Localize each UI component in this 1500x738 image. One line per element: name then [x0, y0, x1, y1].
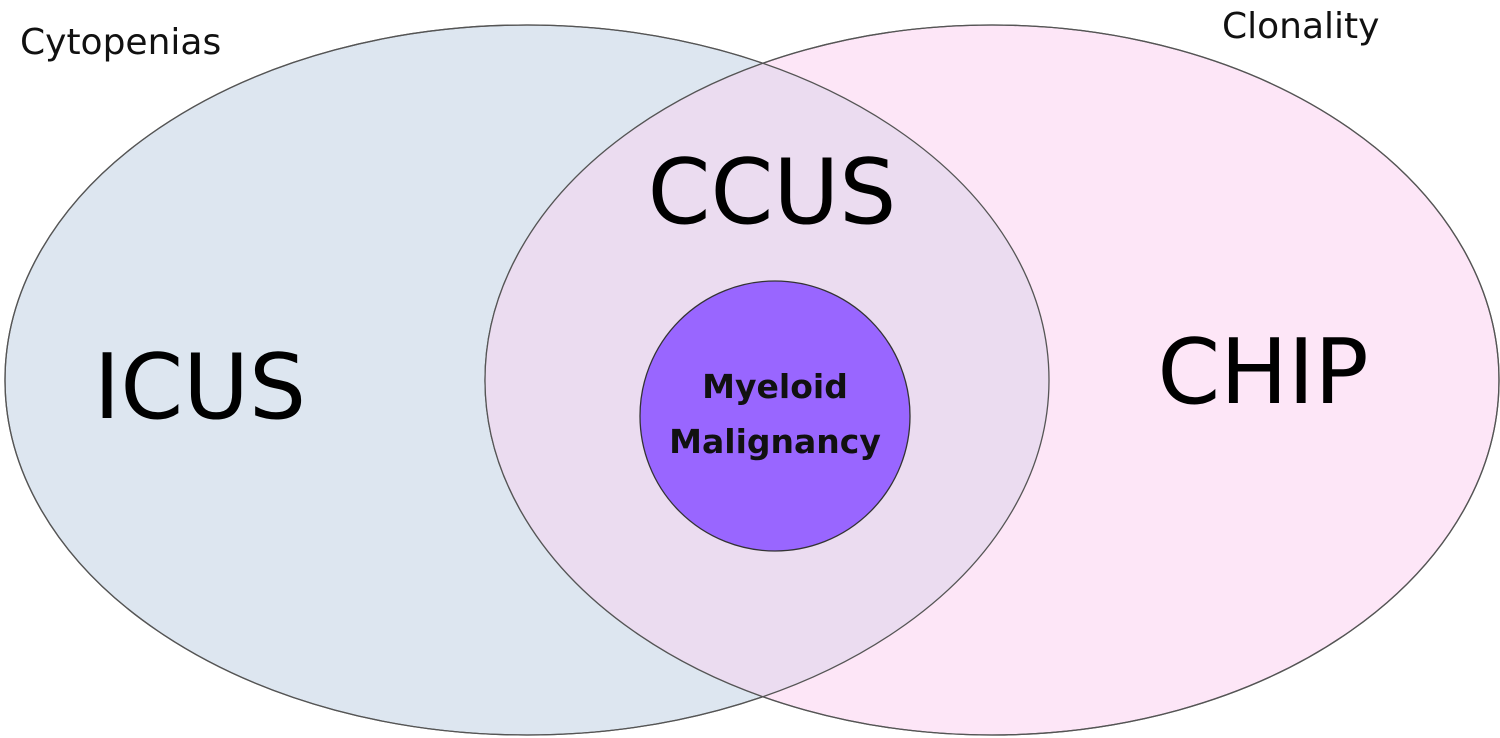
cytopenias-outline: [4, 24, 1050, 736]
clonality-label: Clonality: [1222, 6, 1379, 47]
myeloid-label: Myeloid: [702, 367, 848, 406]
myeloid-malignancy-circle: [639, 280, 911, 552]
clonality-outline: [484, 24, 1500, 736]
overlap-region: [485, 25, 1049, 735]
cytopenias-label: Cytopenias: [20, 22, 221, 63]
malignancy-label: Malignancy: [669, 422, 881, 461]
icus-label: ICUS: [94, 335, 306, 440]
ccus-label: CCUS: [648, 140, 897, 245]
chip-label: CHIP: [1157, 320, 1368, 425]
